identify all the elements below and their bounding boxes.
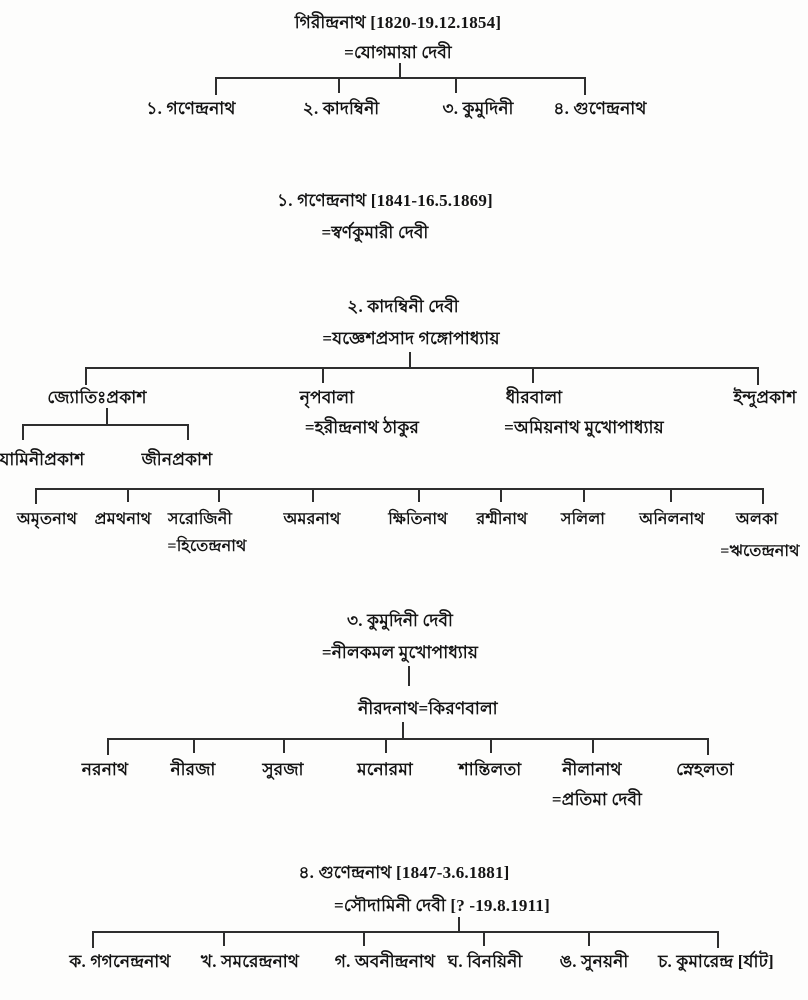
child-name-monorama: মনোরমা bbox=[357, 760, 413, 779]
child-name-jinprakash: জীনপ্রকাশ bbox=[141, 450, 213, 469]
child-name-kumarendra: চ. কুমারেন্দ্র [র্যাট] bbox=[658, 952, 774, 971]
child-name-binayini: ঘ. বিনয়িনী bbox=[447, 952, 523, 971]
tree-tick bbox=[588, 931, 590, 946]
child-name-sunayani: ঙ. সুনয়নী bbox=[559, 952, 629, 971]
section-title-gunendranath: ৪. গুণেন্দ্রনাথ [1847-3.6.1881] bbox=[298, 863, 510, 882]
tree-tick bbox=[218, 488, 220, 502]
section-title-kadambini: ২. কাদম্বিনী দেবী bbox=[347, 297, 459, 316]
child-name-naranath: নরনাথ bbox=[81, 760, 129, 779]
child-name-gaganendranath: ক. গগনেন্দ্রনাথ bbox=[69, 952, 171, 971]
tree-bracket bbox=[85, 367, 759, 385]
tree-bracket bbox=[215, 77, 586, 95]
person-name-girindranath: গিরীন্দ্রনাথ [1820-19.12.1854] bbox=[294, 13, 502, 32]
tree-tick bbox=[592, 738, 594, 753]
child-name-alaka: অলকা bbox=[735, 511, 779, 528]
child-name-rashminath: রশ্মীনাথ bbox=[476, 511, 528, 528]
child-name-kadambini: ২. কাদম্বিনী bbox=[302, 99, 380, 118]
tree-tick bbox=[322, 367, 324, 383]
child-name-jyotiprakash: জ্যোতিঃপ্রকাশ bbox=[47, 388, 147, 407]
child-name-snehalata: স্নেহলতা bbox=[676, 760, 734, 779]
spouse-name-swarnakumari: =স্বর্ণকুমারী দেবী bbox=[321, 223, 429, 242]
spouse-name-jagneshprasad: =যজ্ঞেশপ্রসাদ গঙ্গোপাধ্যায় bbox=[322, 329, 500, 348]
child-name-jaminiprakash: যামিনীপ্রকাশ bbox=[0, 450, 85, 469]
tree-stub bbox=[402, 722, 404, 738]
spouse-name-jogmaya: =যোগমায়া দেবী bbox=[344, 43, 452, 62]
section-title-kumudini: ৩. কুমুদিনী দেবী bbox=[346, 611, 454, 630]
tree-bracket bbox=[35, 488, 764, 504]
tree-tick bbox=[670, 488, 672, 502]
spouse-name-amiyanath: =অমিয়নাথ মুখোপাধ্যায় bbox=[504, 418, 664, 437]
spouse-name-pratima: =প্রতিমা দেবী bbox=[551, 790, 643, 809]
tree-stub bbox=[458, 917, 460, 931]
section-title-ganendranath: ১. গণেন্দ্রনাথ [1841-16.5.1869] bbox=[277, 191, 493, 210]
tree-tick bbox=[363, 931, 365, 946]
tree-tick bbox=[483, 931, 485, 946]
tree-stub bbox=[408, 666, 410, 686]
tree-stub bbox=[409, 352, 411, 367]
tree-tick bbox=[455, 77, 457, 93]
tree-tick bbox=[583, 488, 585, 502]
spouse-name-ritendranath: =ঋতেন্দ্রনাথ bbox=[720, 543, 800, 560]
tree-tick bbox=[338, 77, 340, 93]
child-name-abanindranath: গ. অবনীন্দ্রনাথ bbox=[334, 952, 436, 971]
tree-tick bbox=[193, 738, 195, 753]
spouse-name-hitendranath: =হিতেন্দ্রনাথ bbox=[167, 538, 247, 555]
child-name-induprakash: ইন্দুপ্রকাশ bbox=[733, 388, 797, 407]
tree-tick bbox=[418, 488, 420, 502]
child-name-salila: সলিলা bbox=[560, 511, 606, 528]
child-name-nirja: নীরজা bbox=[170, 760, 216, 779]
tree-tick bbox=[127, 488, 129, 502]
tree-tick bbox=[312, 488, 314, 502]
tree-tick bbox=[490, 738, 492, 753]
tree-tick bbox=[223, 931, 225, 946]
child-name-samarendranath: খ. সমরেন্দ্রনাথ bbox=[200, 952, 300, 971]
child-name-amarnath: অমরনাথ bbox=[283, 511, 341, 528]
child-name-ganendranath: ১. গণেন্দ্রনাথ bbox=[146, 99, 236, 118]
tree-bracket bbox=[92, 931, 719, 948]
tree-stub bbox=[399, 63, 401, 77]
tree-stub bbox=[106, 408, 108, 424]
child-name-sarojini: সরোজিনী bbox=[167, 511, 233, 528]
child-name-anilnath: অনিলনাথ bbox=[639, 511, 705, 528]
couple-name-niradnath-kiranbala: নীরদনাথ=কিরণবালা bbox=[358, 699, 498, 718]
tree-tick bbox=[385, 738, 387, 753]
child-name-kshitinath: ক্ষিতিনাথ bbox=[388, 511, 448, 528]
child-name-dhirabala: ধীরবালা bbox=[505, 388, 563, 407]
child-name-nilanath: নীলানাথ bbox=[562, 760, 622, 779]
tree-tick bbox=[283, 738, 285, 753]
tree-bracket bbox=[22, 424, 189, 440]
child-name-surja: সুরজা bbox=[262, 760, 304, 779]
child-name-pramathanath: প্রমথনাথ bbox=[94, 511, 152, 528]
tree-tick bbox=[500, 488, 502, 502]
child-name-kumudini: ৩. কুমুদিনী bbox=[442, 99, 514, 118]
child-name-amritanath: অমৃতনাথ bbox=[16, 511, 78, 528]
spouse-name-harindranath: =হরীন্দ্রনাথ ঠাকুর bbox=[304, 418, 420, 437]
tree-bracket bbox=[107, 738, 709, 755]
child-name-shantilata: শান্তিলতা bbox=[458, 760, 522, 779]
child-name-nripabala: নৃপবালা bbox=[299, 388, 355, 407]
child-name-gunendranath: ৪. গুণেন্দ্রনাথ bbox=[553, 99, 647, 118]
spouse-name-soudamini: =সৌদামিনী দেবী [? -19.8.1911] bbox=[334, 896, 550, 915]
tree-tick bbox=[532, 367, 534, 383]
spouse-name-nilkamal: =নীলকমল মুখোপাধ্যায় bbox=[321, 643, 479, 662]
